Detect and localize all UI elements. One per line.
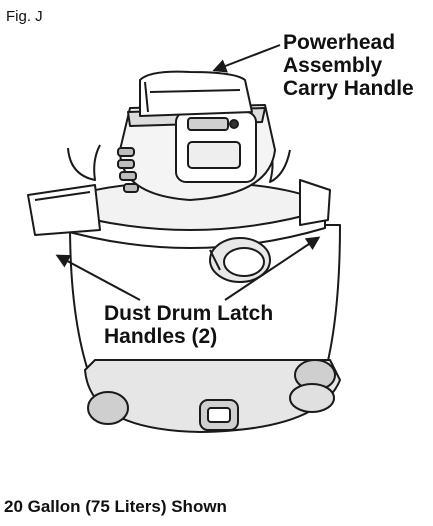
figure-caption: 20 Gallon (75 Liters) Shown [4, 497, 227, 516]
latch-callout-line-2: Handles (2) [104, 325, 218, 348]
powerhead-callout-line-2: Assembly [283, 54, 383, 77]
latch-handle-right [299, 179, 331, 226]
arrow-carry-handle [212, 44, 281, 73]
latch-callout-line-1: Dust Drum Latch [104, 302, 274, 325]
caster-rear [289, 383, 335, 413]
powerhead-callout: Powerhead Assembly Carry Handle [283, 31, 414, 100]
cord-wrap-left [67, 144, 101, 181]
caster-front-left [87, 391, 129, 425]
arrow-latch-left [55, 254, 141, 301]
motor-vents [117, 147, 139, 193]
carry-handle [139, 70, 253, 117]
latch-callout: Dust Drum Latch Handles (2) [104, 302, 273, 348]
powerhead-callout-line-1: Powerhead [283, 31, 396, 54]
arrow-latch-right [224, 236, 321, 301]
figure-label: Fig. J [6, 8, 43, 25]
powerhead-callout-line-3: Carry Handle [283, 77, 414, 100]
